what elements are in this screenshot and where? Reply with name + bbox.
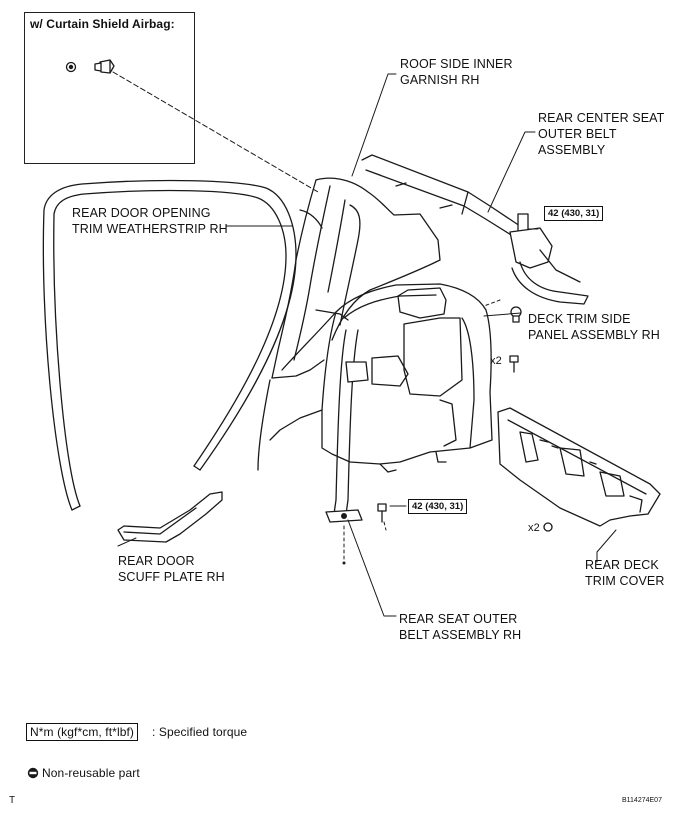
deck-cover-shape xyxy=(497,407,661,527)
label-rear-deck-cover: REAR DECK TRIM COVER xyxy=(585,558,665,588)
qty-clips-side: x2 xyxy=(490,355,502,367)
nonreusable-symbol-icon xyxy=(27,767,39,779)
label-scuff-plate: REAR DOOR SCUFF PLATE RH xyxy=(118,554,225,584)
label-roof-side-garnish: ROOF SIDE INNER GARNISH RH xyxy=(400,57,513,87)
bolt-icon xyxy=(377,503,387,523)
clip-icon xyxy=(65,59,115,74)
center-belt-shape xyxy=(361,154,589,305)
qty-clips-cover: x2 xyxy=(528,522,540,534)
label-rear-center-belt: REAR CENTER SEAT OUTER BELT ASSEMBLY xyxy=(538,111,665,157)
curtain-airbag-inset: w/ Curtain Shield Airbag: xyxy=(24,12,195,164)
clip-icon xyxy=(543,522,553,532)
roof-garnish-shape xyxy=(271,177,441,379)
inset-title: w/ Curtain Shield Airbag: xyxy=(30,17,175,31)
outer-belt-shape xyxy=(315,309,369,523)
label-weatherstrip: REAR DOOR OPENING TRIM WEATHERSTRIP RH xyxy=(72,206,228,236)
bolt-icon xyxy=(510,306,522,323)
deck-side-panel-shape xyxy=(257,283,493,473)
leader-lines xyxy=(117,73,617,617)
torque-badge-upper: 42 (430, 31) xyxy=(544,206,604,221)
legend-torque-text: : Specified torque xyxy=(152,725,248,739)
legend-torque-box: N*m (kgf*cm, ft*lbf) xyxy=(26,723,139,741)
legend-nonreusable-text: Non-reusable part xyxy=(42,766,140,780)
label-deck-trim-side: DECK TRIM SIDE PANEL ASSEMBLY RH xyxy=(528,312,660,342)
scuff-plate-shape xyxy=(117,491,223,543)
label-rear-outer-belt: REAR SEAT OUTER BELT ASSEMBLY RH xyxy=(399,612,522,642)
torque-badge-lower: 42 (430, 31) xyxy=(408,499,468,514)
corner-mark: T xyxy=(9,795,16,806)
clip-icon xyxy=(509,355,519,373)
figure-code: B114274E07 xyxy=(622,797,662,804)
